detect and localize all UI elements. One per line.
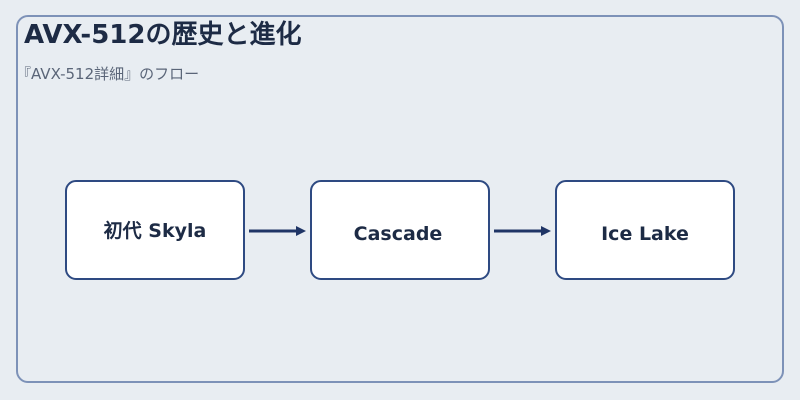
flow-node-2-box [310,180,490,280]
page-subtitle: 『AVX-512詳細』のフロー [16,65,200,83]
flow-node-2-label: Cascade [354,223,443,245]
flow-node-2: Cascade [310,180,490,280]
flow-node-3-box [555,180,735,280]
flow-node-3-label: Ice Lake [601,223,689,245]
flow-node-1-box [65,180,245,280]
flow-node-1: 初代 Skyla [65,180,245,280]
flow-node-1-label: 初代 Skyla [104,219,207,242]
page-title: AVX-512の歴史と進化 [24,20,302,50]
flow-node-3: Ice Lake [555,180,735,280]
